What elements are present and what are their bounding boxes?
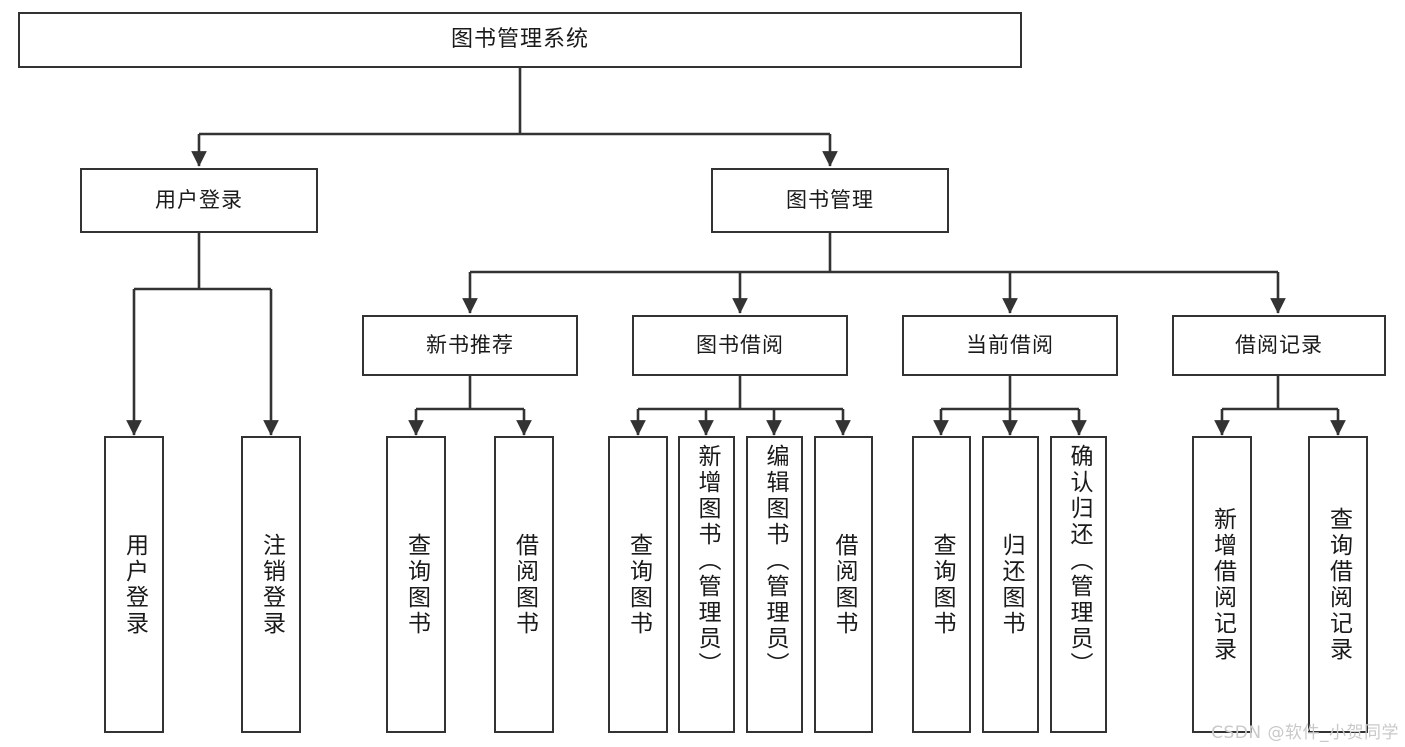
leaf-new-book-borrow-books[interactable]: 借阅图书: [494, 436, 554, 733]
leaf-borrow-record-add-record[interactable]: 新增借阅记录: [1192, 436, 1252, 733]
node-borrow-records[interactable]: 借阅记录: [1172, 315, 1386, 376]
node-book-borrowing[interactable]: 图书借阅: [632, 315, 848, 376]
node-label: 确认归还（管理员）: [1066, 444, 1092, 678]
node-label: 新增图书（管理员）: [694, 444, 720, 678]
node-label: 新增借阅记录: [1209, 506, 1236, 663]
leaf-user-login-signin[interactable]: 用户登录: [104, 436, 164, 733]
node-label: 借阅图书: [511, 532, 538, 637]
node-user-login[interactable]: 用户登录: [80, 168, 318, 233]
node-label: 归还图书: [998, 532, 1024, 637]
node-label: 图书借阅: [696, 333, 784, 358]
leaf-book-borrow-edit-book-admin[interactable]: 编辑图书（管理员）: [746, 436, 803, 733]
leaf-book-borrow-borrow-books[interactable]: 借阅图书: [814, 436, 873, 733]
leaf-current-borrow-confirm-return-admin[interactable]: 确认归还（管理员）: [1050, 436, 1107, 733]
leaf-new-book-query-books[interactable]: 查询图书: [386, 436, 446, 733]
node-label: 用户登录: [121, 532, 148, 637]
csdn-watermark: CSDN @软件_小贺同学: [1211, 723, 1399, 743]
leaf-book-borrow-query-books[interactable]: 查询图书: [608, 436, 668, 733]
node-new-book-recommendation[interactable]: 新书推荐: [362, 315, 578, 376]
leaf-current-borrow-return-books[interactable]: 归还图书: [982, 436, 1039, 733]
node-label: 新书推荐: [426, 333, 514, 358]
node-label: 当前借阅: [966, 333, 1054, 358]
node-book-management[interactable]: 图书管理: [711, 168, 949, 233]
node-label: 编辑图书（管理员）: [762, 444, 788, 678]
node-label: 图书管理系统: [450, 27, 589, 53]
node-label: 查询借阅记录: [1325, 506, 1352, 663]
node-label: 用户登录: [155, 188, 243, 213]
leaf-user-login-signout[interactable]: 注销登录: [241, 436, 301, 733]
node-current-borrowing[interactable]: 当前借阅: [902, 315, 1118, 376]
leaf-book-borrow-add-book-admin[interactable]: 新增图书（管理员）: [678, 436, 735, 733]
node-label: 图书管理: [786, 188, 874, 213]
leaf-current-borrow-query-books[interactable]: 查询图书: [912, 436, 971, 733]
node-label: 查询图书: [625, 532, 652, 637]
node-label: 注销登录: [258, 532, 285, 637]
node-label: 查询图书: [403, 532, 430, 637]
node-label: 查询图书: [929, 532, 955, 637]
node-label: 借阅图书: [831, 532, 857, 637]
node-root-book-management-system[interactable]: 图书管理系统: [18, 12, 1022, 68]
node-label: 借阅记录: [1235, 333, 1323, 358]
leaf-borrow-record-query-record[interactable]: 查询借阅记录: [1308, 436, 1368, 733]
